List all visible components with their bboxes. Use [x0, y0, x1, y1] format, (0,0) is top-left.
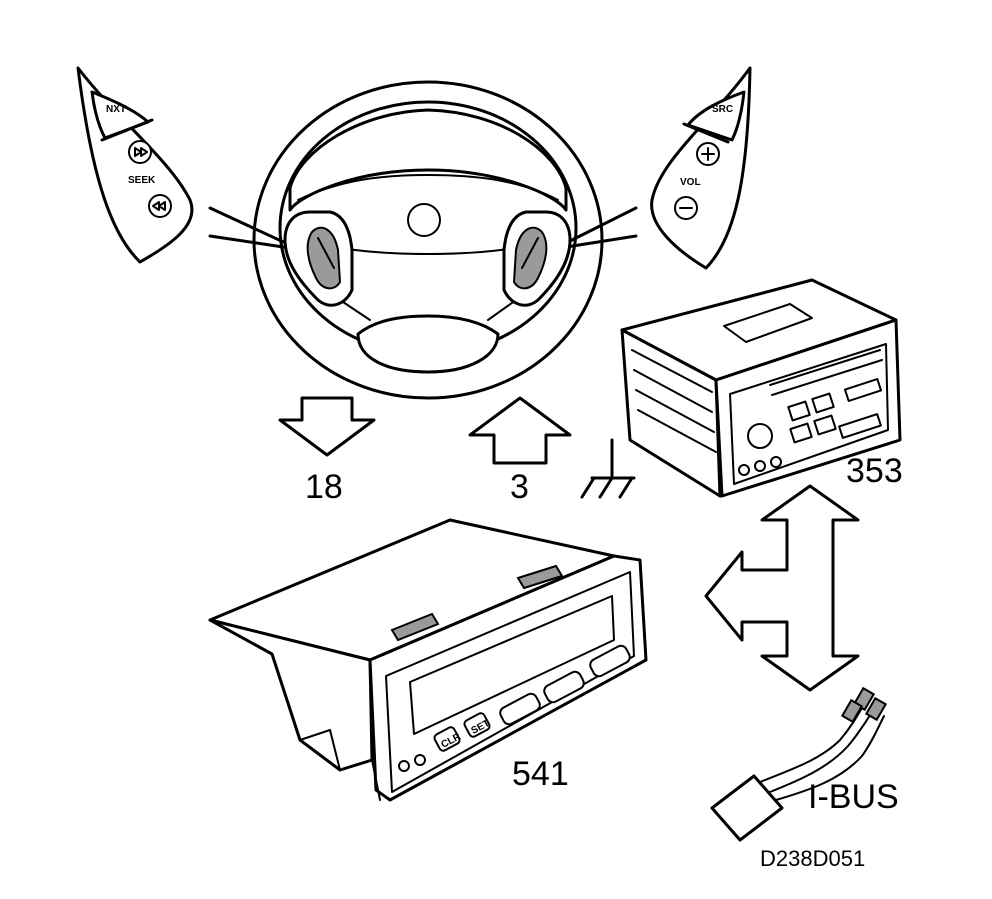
signal-in-arrow [468, 396, 572, 465]
right-switch-top-label: SRC [712, 104, 733, 115]
radio-unit [620, 278, 902, 498]
sid-label: 541 [512, 755, 569, 793]
right-switch-middle-label: VOL [680, 177, 701, 188]
right-leader-line [558, 206, 638, 248]
signal-out-label: 18 [305, 468, 343, 506]
left-switch-middle-label: SEEK [128, 175, 156, 186]
left-leader-line-2 [208, 234, 292, 250]
left-switch-top-label: NXT [106, 104, 126, 115]
right-leader-line-2 [558, 234, 638, 250]
steering-wheel [252, 80, 604, 400]
radio-label: 353 [846, 452, 903, 490]
bus-connection-arrow [704, 484, 860, 692]
right-switch-pad: SRC VOL [650, 66, 752, 270]
ibus-connector [710, 686, 888, 842]
ground-icon [580, 438, 636, 499]
figure-code: D238D051 [760, 846, 865, 871]
bus-label: I-BUS [808, 778, 899, 816]
signal-out-arrow [278, 396, 376, 457]
left-switch-pad: NXT SEEK [76, 66, 194, 264]
sid-unit [208, 518, 648, 802]
signal-in-label: 3 [510, 468, 529, 506]
left-leader-line [208, 206, 292, 247]
